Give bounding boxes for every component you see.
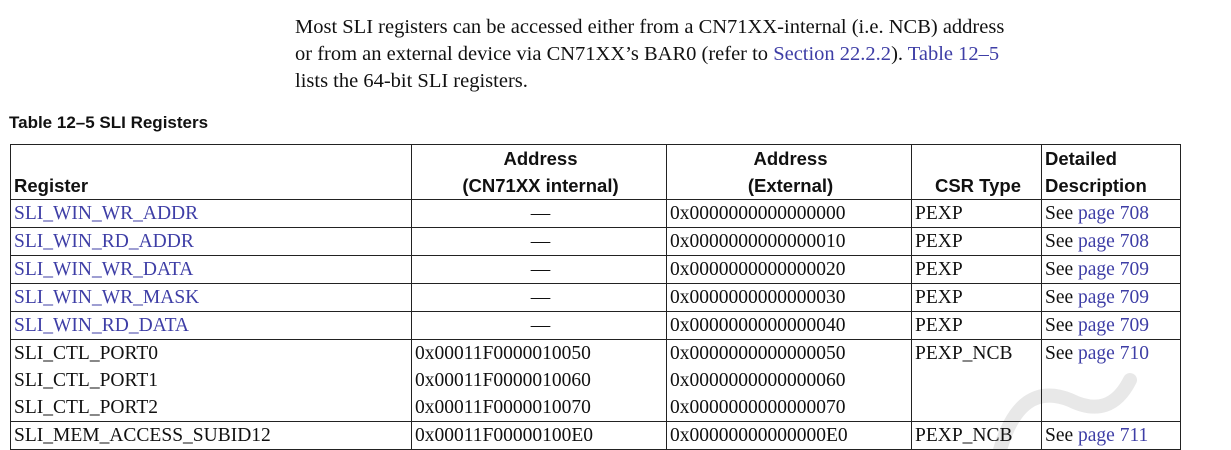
external-address: 0x0000000000000010 [666, 227, 912, 256]
register-name: SLI_CTL_PORT0 [10, 339, 412, 367]
csr-type: PEXP [911, 227, 1042, 256]
detailed-description [1041, 367, 1181, 394]
see-label: See [1045, 259, 1079, 280]
csr-type: PEXP [911, 255, 1042, 284]
table-title: Table 12–5 SLI Registers [9, 113, 209, 132]
detailed-description: See page 710 [1041, 339, 1181, 367]
col-description-line1: Detailed [1045, 148, 1117, 169]
external-address: 0x0000000000000060 [666, 367, 912, 394]
table-header-row: Register Address (CN71XX internal) Addres… [10, 144, 1181, 200]
page-link[interactable]: page 710 [1078, 343, 1149, 364]
register-name: SLI_CTL_PORT2 [10, 394, 412, 422]
page-link[interactable]: page 709 [1078, 315, 1149, 336]
internal-address: 0x00011F0000010050 [411, 339, 667, 367]
csr-type: PEXP [911, 199, 1042, 228]
intro-line-2: or from an external device via CN71XX’s … [295, 41, 1225, 68]
page-link[interactable]: page 711 [1078, 425, 1149, 446]
internal-address: 0x00011F0000010060 [411, 367, 667, 394]
see-label: See [1045, 287, 1079, 308]
see-label: See [1045, 343, 1079, 364]
csr-type: PEXP [911, 311, 1042, 340]
col-csr-type-header: CSR Type [911, 144, 1042, 200]
intro-line-2-mid: ). [891, 43, 908, 65]
see-label: See [1045, 315, 1079, 336]
see-label: See [1045, 425, 1079, 446]
section-link[interactable]: Section 22.2.2 [773, 43, 892, 65]
detailed-description: See page 708 [1041, 227, 1181, 256]
col-description-line2: Description [1045, 175, 1147, 196]
page-link[interactable]: page 708 [1078, 231, 1149, 252]
external-address: 0x00000000000000E0 [666, 421, 912, 450]
register-name[interactable]: SLI_WIN_RD_ADDR [10, 227, 412, 256]
page-link[interactable]: page 708 [1078, 203, 1149, 224]
detailed-description: See page 709 [1041, 311, 1181, 340]
detailed-description: See page 708 [1041, 199, 1181, 228]
detailed-description [1041, 394, 1181, 422]
internal-address: — [411, 227, 667, 256]
external-address: 0x0000000000000000 [666, 199, 912, 228]
register-name: SLI_MEM_ACCESS_SUBID12 [10, 421, 412, 450]
external-address: 0x0000000000000020 [666, 255, 912, 284]
external-address: 0x0000000000000070 [666, 394, 912, 422]
detailed-description: See page 709 [1041, 283, 1181, 312]
register-name[interactable]: SLI_WIN_WR_MASK [10, 283, 412, 312]
csr-type [911, 394, 1042, 422]
register-name: SLI_CTL_PORT1 [10, 367, 412, 394]
internal-address: 0x00011F0000010070 [411, 394, 667, 422]
internal-address: — [411, 255, 667, 284]
intro-paragraph: Most SLI registers can be accessed eithe… [295, 14, 1225, 95]
col-internal-address-line2: (CN71XX internal) [462, 175, 619, 196]
detailed-description: See page 709 [1041, 255, 1181, 284]
col-external-address-line1: Address [753, 148, 828, 169]
table-link[interactable]: Table 12–5 [907, 43, 1000, 65]
csr-type: PEXP_NCB [911, 339, 1042, 367]
detailed-description: See page 711 [1041, 421, 1181, 450]
internal-address: 0x00011F00000100E0 [411, 421, 667, 450]
external-address: 0x0000000000000030 [666, 283, 912, 312]
intro-line-2-text: or from an external device via CN71XX’s … [295, 43, 774, 65]
page-link[interactable]: page 709 [1078, 259, 1149, 280]
sli-registers-table: Register Address (CN71XX internal) Addres… [10, 144, 1181, 450]
internal-address: — [411, 199, 667, 228]
col-internal-address-header: Address (CN71XX internal) [411, 144, 667, 200]
col-external-address-line2: (External) [747, 175, 834, 196]
col-register-header: Register [10, 144, 412, 200]
csr-type [911, 367, 1042, 394]
register-name[interactable]: SLI_WIN_WR_DATA [10, 255, 412, 284]
col-internal-address-line1: Address [503, 148, 578, 169]
internal-address: — [411, 283, 667, 312]
intro-line-1: Most SLI registers can be accessed eithe… [295, 16, 1005, 38]
see-label: See [1045, 203, 1079, 224]
col-external-address-header: Address (External) [666, 144, 912, 200]
see-label: See [1045, 231, 1079, 252]
page-link[interactable]: page 709 [1078, 287, 1149, 308]
register-name[interactable]: SLI_WIN_RD_DATA [10, 311, 412, 340]
external-address: 0x0000000000000050 [666, 339, 912, 367]
intro-line-3: lists the 64-bit SLI registers. [295, 70, 528, 92]
external-address: 0x0000000000000040 [666, 311, 912, 340]
csr-type: PEXP_NCB [911, 421, 1042, 450]
internal-address: — [411, 311, 667, 340]
csr-type: PEXP [911, 283, 1042, 312]
register-name[interactable]: SLI_WIN_WR_ADDR [10, 199, 412, 228]
